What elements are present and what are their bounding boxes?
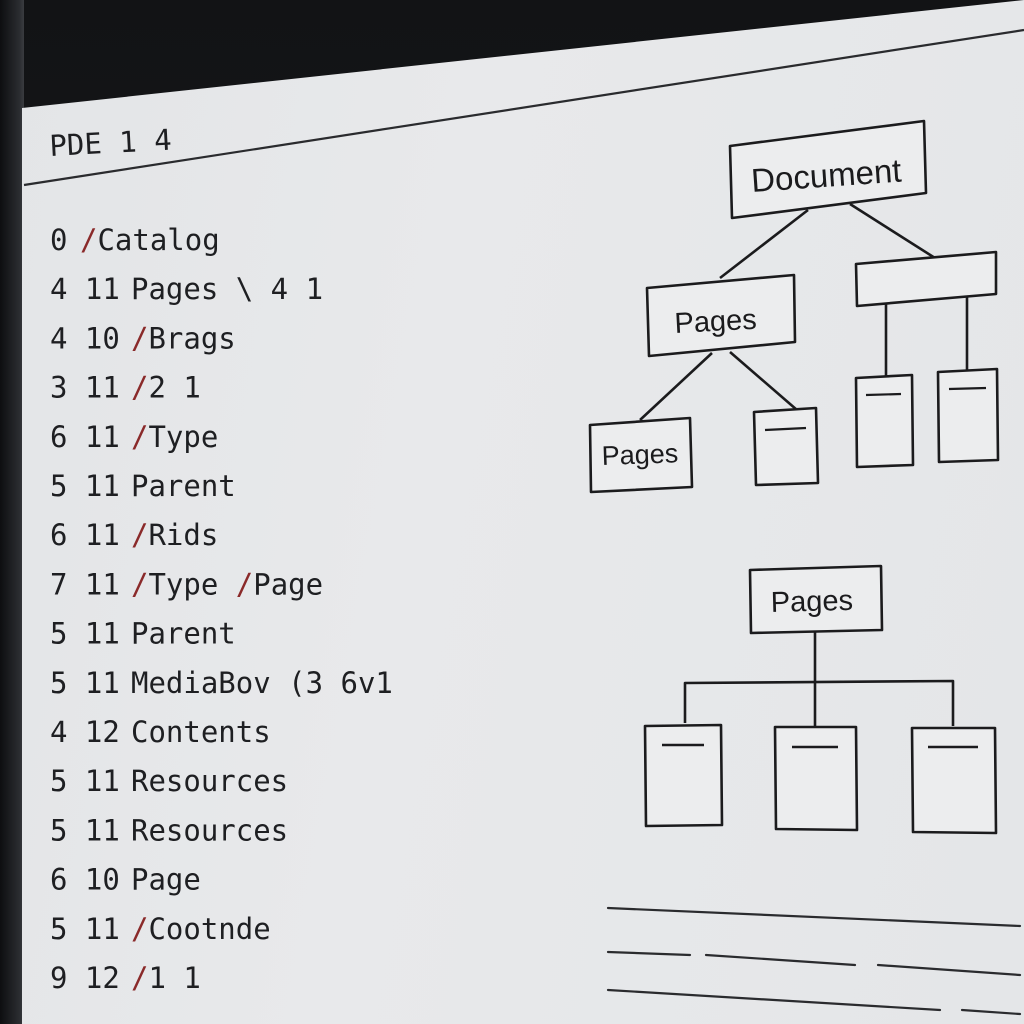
listing-row-text: MediaBov (3 6v1 — [131, 666, 393, 700]
scribble-line-1 — [606, 906, 1022, 928]
tree-diagram-bottom — [643, 564, 998, 835]
listing-row-text: Pages \ 4 1 — [131, 272, 323, 306]
listing-row-number: 4 11 — [50, 272, 120, 306]
listing-row-text: /2 1 — [131, 371, 201, 405]
edge-pages-page — [729, 351, 798, 411]
pages-node-lower-label: Pages — [770, 585, 853, 619]
listing-row-number: 5 11 — [50, 666, 120, 700]
listing-row-text: Page — [131, 863, 201, 897]
tree-diagram-top — [588, 119, 1000, 494]
page-leaf-box-4 — [643, 723, 724, 828]
group-bar-node — [854, 250, 998, 308]
listing-row-number: 6 11 — [50, 420, 120, 454]
scribble-line-6 — [960, 1008, 1022, 1016]
page-leaf-box-6 — [910, 726, 998, 835]
monitor-bezel — [0, 0, 24, 1024]
listing-row-text: /Type /Page — [131, 567, 323, 601]
scribble-line-2 — [606, 950, 692, 957]
listing-row-text: Resources — [131, 813, 288, 847]
listing-row-text: Parent — [131, 617, 236, 651]
pages-node-upper — [645, 273, 797, 358]
page-leaf-mark-1 — [764, 426, 807, 432]
listing-row-number: 5 11 — [50, 813, 120, 847]
page-leaf-mark-3 — [948, 386, 987, 391]
edge-document-group — [849, 202, 936, 260]
listing-row-text: Resources — [131, 764, 288, 798]
page-leaf-mark-2 — [865, 392, 902, 397]
listing-row-number: 0 — [50, 223, 67, 257]
page-leaf-box-3 — [936, 367, 1000, 464]
listing-row-text: /Catalog — [80, 223, 220, 257]
code-listing: 0/Catalog 4 11 Pages \ 4 1 4 10/Brags 3 11/2… — [50, 223, 393, 995]
listing-row-number: 7 11 — [50, 567, 120, 601]
listing-row-text: Contents — [131, 715, 271, 749]
pages-node-leaf — [588, 416, 694, 494]
listing-row-text: /Cootnde — [131, 912, 271, 946]
page-leaf-box-1 — [752, 406, 820, 487]
scribble-lines — [606, 906, 1022, 1016]
listing-row-text: /Type — [131, 420, 218, 454]
page-leaf-box-5 — [773, 725, 859, 832]
pages-node-lower — [748, 564, 884, 635]
listing-row-number: 5 11 — [50, 469, 120, 503]
listing-row-text: Parent — [131, 469, 236, 503]
pages-node-upper-label: Pages — [674, 304, 758, 340]
listing-row-number: 9 12 — [50, 961, 120, 995]
listing-row-number: 5 11 — [50, 617, 120, 651]
listing-row-number: 3 11 — [50, 371, 120, 405]
listing-row-number: 6 11 — [50, 518, 120, 552]
listing-row-text: /Brags — [131, 321, 236, 355]
document-node — [728, 119, 928, 220]
listing-row-number: 6 10 — [50, 863, 120, 897]
header-title: PDE 1 4 — [49, 123, 173, 163]
scribble-line-5 — [606, 988, 942, 1012]
listing-row-number: 5 11 — [50, 764, 120, 798]
page-leaf-box-2 — [854, 373, 915, 469]
listing-row-number: 5 11 — [50, 912, 120, 946]
listing-row-text: /1 1 — [131, 961, 201, 995]
scribble-line-4 — [876, 963, 1022, 977]
edge-lower-branch — [683, 679, 955, 726]
edge-document-pages — [719, 208, 809, 280]
listing-row-number: 4 10 — [50, 321, 120, 355]
listing-row-number: 4 12 — [50, 715, 120, 749]
scribble-line-3 — [704, 953, 857, 967]
listing-row-text: /Rids — [131, 518, 218, 552]
header-divider-line — [23, 28, 1024, 187]
edge-pages-leaf — [639, 352, 713, 421]
pages-node-leaf-label: Pages — [601, 438, 679, 471]
